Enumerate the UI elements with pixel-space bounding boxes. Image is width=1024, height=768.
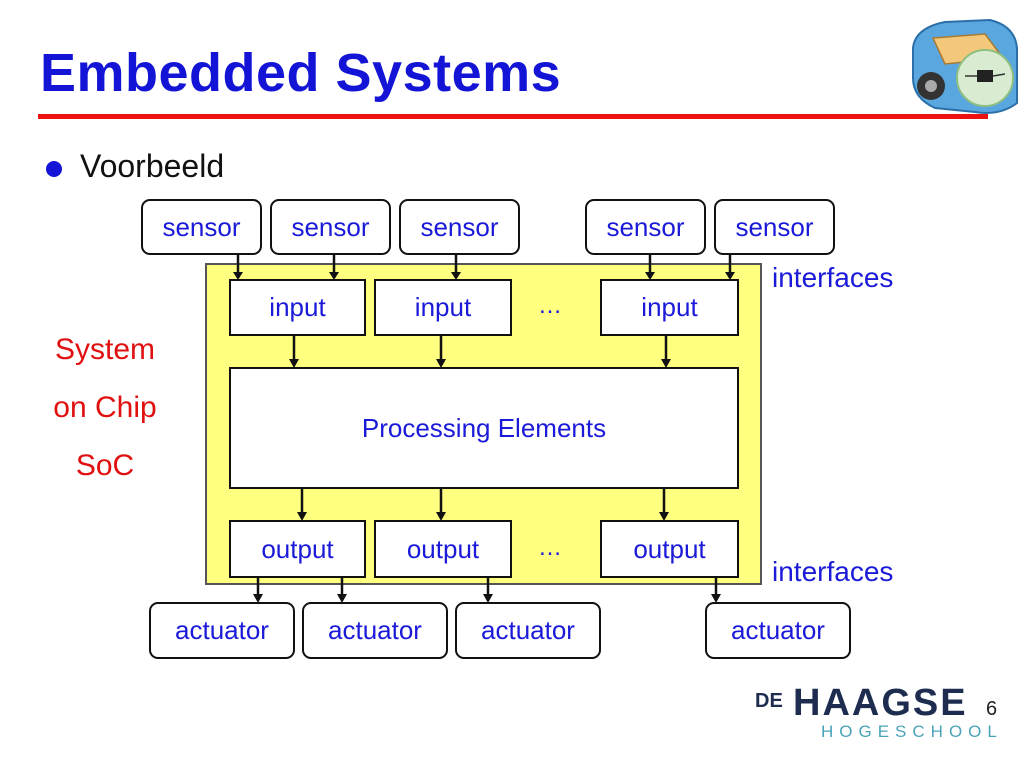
actuator-box: actuator <box>705 602 851 659</box>
soc-label-line-1: System <box>54 333 156 366</box>
interfaces-label-top: interfaces <box>772 262 894 293</box>
sensor-box: sensor <box>270 199 391 255</box>
interfaces-label-bottom: interfaces <box>772 556 894 587</box>
sensor-box: sensor <box>585 199 706 255</box>
sensor-box: sensor <box>141 199 262 255</box>
input-ellipsis: … <box>538 292 562 319</box>
bullet-dot-icon <box>46 161 62 177</box>
soc-label-line-2: on Chip <box>53 391 157 424</box>
actuator-box: actuator <box>455 602 601 659</box>
slide-title: Embedded Systems <box>40 43 562 103</box>
school-logo-prefix: DE <box>755 690 783 712</box>
input-interface-box: input <box>229 279 366 336</box>
input-interface-box: input <box>374 279 512 336</box>
school-logo-subtitle: HOGESCHOOL <box>821 722 1003 741</box>
title-divider <box>38 114 988 119</box>
input-interface-box: input <box>600 279 739 336</box>
car-chip-illustration <box>912 18 1018 114</box>
page-number: 6 <box>986 698 998 720</box>
processing-elements-box: Processing Elements <box>229 367 739 489</box>
output-interface-box: output <box>229 520 366 578</box>
sensor-box: sensor <box>399 199 520 255</box>
actuator-box: actuator <box>149 602 295 659</box>
output-interface-box: output <box>600 520 739 578</box>
sensor-box: sensor <box>714 199 835 255</box>
output-interface-box: output <box>374 520 512 578</box>
school-logo-name: HAAGSE <box>793 682 968 724</box>
output-ellipsis: … <box>538 534 562 561</box>
bullet-text: Voorbeeld <box>80 148 225 184</box>
soc-label-line-3: SoC <box>75 449 135 482</box>
actuator-box: actuator <box>302 602 448 659</box>
